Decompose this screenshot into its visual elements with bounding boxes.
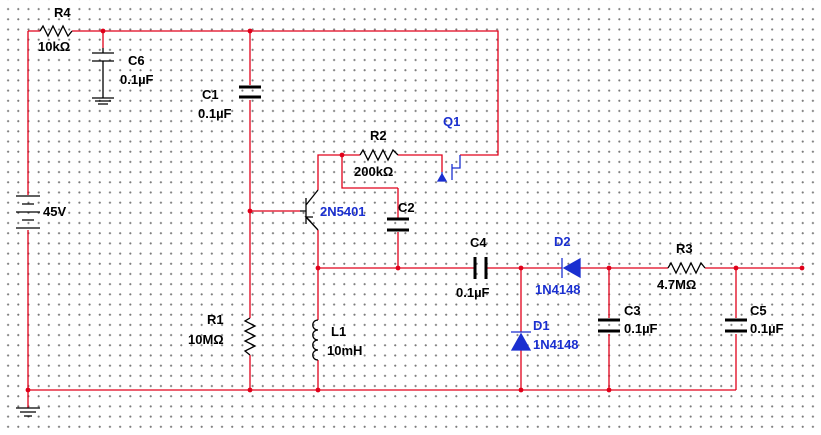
junction-dots — [25, 28, 805, 393]
c2-ref-label: C2 — [398, 200, 415, 215]
q2-model-label: 2N5401 — [320, 204, 366, 219]
q1-ref-label: Q1 — [443, 114, 460, 129]
c6-value-label: 0.1µF — [120, 72, 154, 87]
v1-value-label: 45V — [43, 204, 66, 219]
resistor-r1[interactable]: R1 10MΩ — [188, 312, 257, 356]
diode-d1[interactable]: D1 1N4148 — [510, 318, 579, 352]
c6-ref-label: C6 — [128, 53, 145, 68]
d2-ref-label: D2 — [554, 234, 571, 249]
capacitor-c4[interactable]: C4 0.1µF — [456, 235, 490, 300]
d2-model-label: 1N4148 — [535, 282, 581, 297]
c4-value-label: 0.1µF — [456, 285, 490, 300]
resistor-r3[interactable]: R3 4.7MΩ — [657, 241, 706, 292]
r3-value-label: 4.7MΩ — [657, 277, 696, 292]
c1-ref-label: C1 — [202, 87, 219, 102]
battery-v1[interactable]: 45V — [16, 195, 66, 229]
jfet-q1[interactable]: Q1 — [436, 114, 461, 182]
c5-ref-label: C5 — [750, 303, 767, 318]
resistor-r4[interactable]: R4 10kΩ — [38, 5, 73, 54]
capacitor-c1[interactable]: C1 0.1µF — [198, 85, 261, 121]
capacitor-c6[interactable]: C6 0.1µF — [92, 48, 154, 105]
inductor-l1[interactable]: L1 10mH — [312, 319, 363, 361]
transistor-q2[interactable]: 2N5401 — [300, 189, 366, 231]
r1-ref-label: R1 — [207, 312, 224, 327]
l1-value-label: 10mH — [327, 343, 362, 358]
r3-ref-label: R3 — [676, 241, 693, 256]
l1-ref-label: L1 — [331, 324, 346, 339]
c3-value-label: 0.1µF — [624, 321, 658, 336]
r4-value-label: 10kΩ — [38, 39, 70, 54]
c5-value-label: 0.1µF — [750, 321, 784, 336]
resistor-r2[interactable]: R2 200kΩ — [354, 128, 399, 179]
d1-ref-label: D1 — [533, 318, 550, 333]
r2-ref-label: R2 — [370, 128, 387, 143]
r2-value-label: 200kΩ — [354, 164, 393, 179]
wires — [27, 30, 802, 408]
diode-d2[interactable]: D2 1N4148 — [535, 234, 581, 297]
r1-value-label: 10MΩ — [188, 332, 224, 347]
c3-ref-label: C3 — [624, 303, 641, 318]
ground-symbol — [16, 407, 40, 417]
capacitor-c5[interactable]: C5 0.1µF — [725, 303, 784, 336]
r4-ref-label: R4 — [54, 5, 71, 20]
c4-ref-label: C4 — [470, 235, 487, 250]
capacitor-c2[interactable]: C2 — [387, 200, 415, 232]
d1-model-label: 1N4148 — [533, 337, 579, 352]
capacitor-c3[interactable]: C3 0.1µF — [598, 303, 658, 336]
c1-value-label: 0.1µF — [198, 106, 232, 121]
